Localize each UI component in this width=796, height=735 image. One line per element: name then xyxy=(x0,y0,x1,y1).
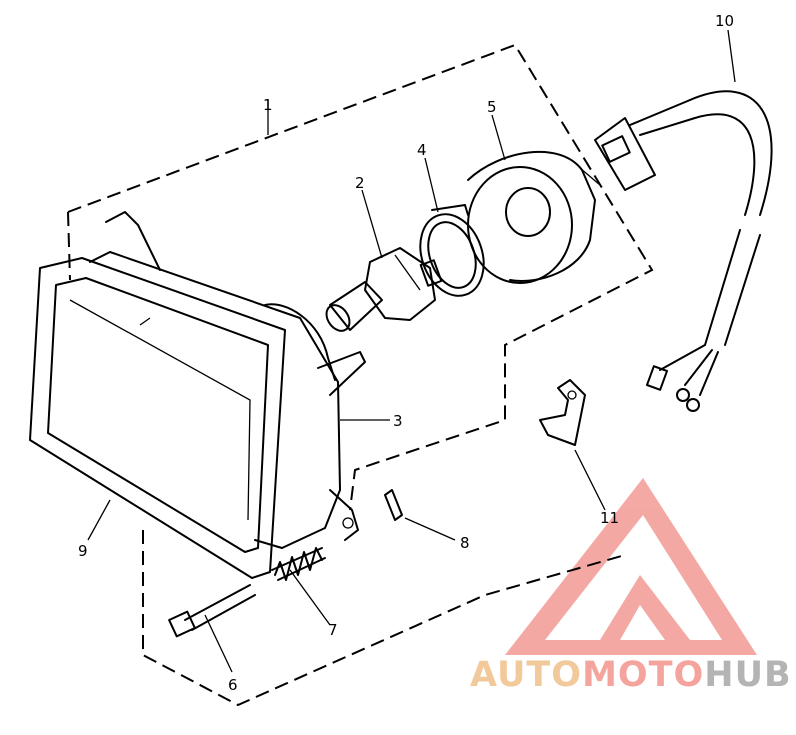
bulb-retaining-spring xyxy=(419,204,485,297)
leader-lines xyxy=(87,29,736,673)
watermark-text: AUTOMOTOHUB xyxy=(470,655,792,695)
callout-8: 8 xyxy=(460,534,470,552)
watermark-part3: HUB xyxy=(704,655,791,695)
callout-11: 11 xyxy=(600,509,619,527)
wire-clamp xyxy=(539,379,586,446)
callout-2: 2 xyxy=(355,174,365,192)
callout-7: 7 xyxy=(328,621,338,639)
adjuster-spring xyxy=(271,547,326,581)
wire-harness xyxy=(594,90,773,412)
halogen-bulb xyxy=(325,247,443,332)
callout-3: 3 xyxy=(393,412,403,430)
headlight-housing xyxy=(69,211,366,549)
adjuster-bolt xyxy=(168,584,256,638)
callout-4: 4 xyxy=(417,141,427,159)
callout-1: 1 xyxy=(263,96,273,114)
watermark-part1: AUTO xyxy=(470,655,582,695)
callout-10: 10 xyxy=(715,12,734,30)
assembly-outline xyxy=(67,43,654,707)
callout-5: 5 xyxy=(487,98,497,116)
callout-6: 6 xyxy=(228,676,238,694)
svg-text:AUTOMOTOHUB: AUTOMOTOHUB xyxy=(470,655,792,695)
watermark-logo-icon xyxy=(505,478,757,655)
socket-cover xyxy=(467,150,601,284)
callout-9: 9 xyxy=(78,542,88,560)
watermark-part2: MOTO xyxy=(582,655,704,695)
adjuster-nut xyxy=(384,489,403,521)
headlight-rim xyxy=(29,257,286,579)
